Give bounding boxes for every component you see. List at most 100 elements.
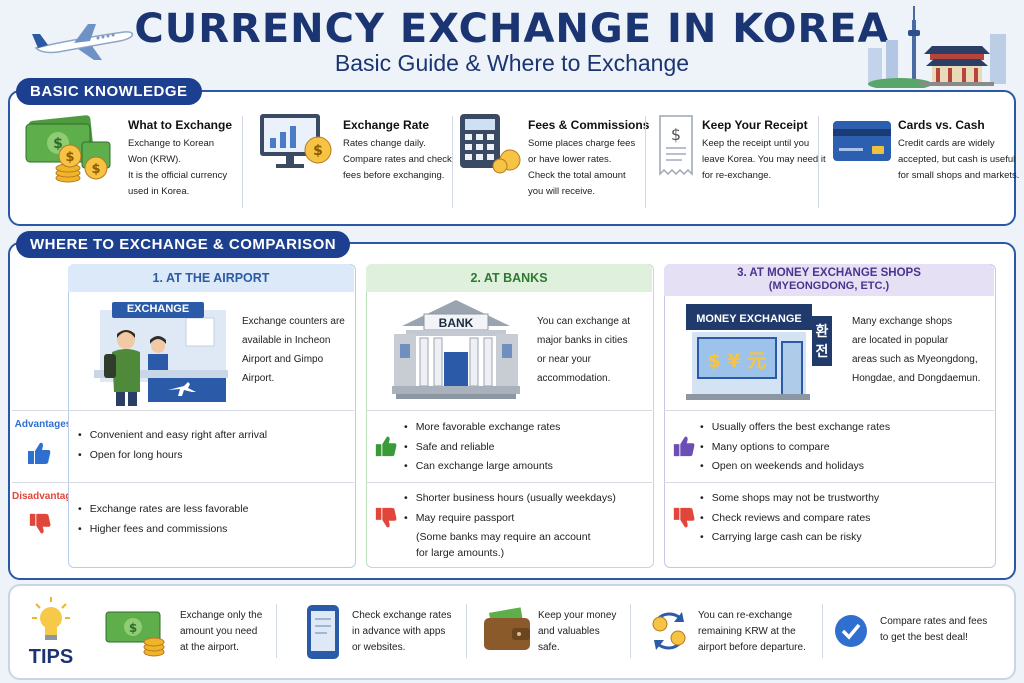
tip-text: Check exchange rates in advance with app…	[352, 608, 452, 656]
pro-item: Usually offers the best exchange rates	[700, 418, 890, 438]
thumbs-down-icon	[29, 513, 51, 534]
text-line: fees before exchanging.	[343, 170, 445, 181]
text-line: Many exchange shops	[852, 316, 953, 327]
text-line: safe.	[538, 642, 560, 653]
divider	[822, 604, 823, 658]
text-line: Check exchange rates	[352, 610, 452, 621]
text-line: Check the total amount	[528, 170, 626, 181]
svg-text:$: $	[313, 143, 323, 159]
shops-pros: Usually offers the best exchange rates M…	[700, 418, 890, 477]
divider	[630, 604, 631, 658]
text-line: to get the best deal!	[880, 632, 968, 643]
page-subtitle: Basic Guide & Where to Exchange	[334, 50, 690, 76]
airport-description: Exchange counters are available in Inche…	[242, 312, 345, 388]
text-line: accepted, but cash is useful	[898, 154, 1016, 165]
text-line: or have lower rates.	[528, 154, 612, 165]
divider	[664, 482, 994, 483]
con-item: Higher fees and commissions	[78, 520, 248, 540]
text-line: You can re-exchange	[698, 610, 793, 621]
text-line: Airport and Gimpo	[242, 354, 324, 365]
text-line: for re-exchange.	[702, 170, 772, 181]
divider	[818, 116, 819, 208]
divider	[12, 410, 354, 411]
text-line: are located in popular	[852, 335, 949, 346]
pro-item: Open for long hours	[78, 446, 267, 466]
pro-item: Open on weekends and holidays	[700, 457, 890, 477]
smartphone-icon	[307, 605, 339, 659]
text-line: Exchange to Korean	[128, 138, 215, 149]
banks-cons-note: (Some banks may require an account for l…	[416, 529, 591, 561]
basic-item-text: Keep the receipt until you leave Korea. …	[702, 136, 826, 184]
thumbs-up-icon	[28, 442, 51, 464]
shops-description: Many exchange shops are located in popul…	[852, 312, 980, 388]
korean-exchange-sign: 환전	[815, 324, 829, 360]
rate-monitor-icon: $	[260, 114, 332, 168]
basic-item-title: Cards vs. Cash	[898, 118, 985, 132]
exchange-shop-illustration	[686, 304, 832, 400]
lightbulb-icon	[32, 597, 70, 640]
banks-cons: Shorter business hours (usually weekdays…	[404, 489, 616, 528]
airport-counter-illustration	[94, 302, 228, 406]
svg-text:$: $	[91, 162, 100, 177]
divider	[645, 116, 646, 208]
text-line: Exchange only the	[180, 610, 263, 621]
text-line: airport before departure.	[698, 642, 806, 653]
con-item: Some shops may not be trustworthy	[700, 489, 880, 509]
basic-item-text: Credit cards are widely accepted, but ca…	[898, 136, 1019, 184]
text-line: Compare rates and check	[343, 154, 452, 165]
text-line: You can exchange at	[537, 316, 631, 327]
text-line: available in Incheon	[242, 335, 331, 346]
shops-header-subtext: (MYEONGDONG, ETC.)	[768, 280, 890, 292]
divider	[366, 410, 652, 411]
money-exchange-sign: MONEY EXCHANGE	[696, 313, 802, 325]
text-line: Keep your money	[538, 610, 617, 621]
text-line: areas such as Myeongdong,	[852, 354, 978, 365]
calculator-icon	[460, 114, 521, 174]
pro-item: Safe and reliable	[404, 438, 560, 458]
text-line: amount you need	[180, 626, 258, 637]
basic-item-text: Some places charge fees or have lower ra…	[528, 136, 635, 200]
text-line: Exchange counters are	[242, 316, 345, 327]
tip-text: You can re-exchange remaining KRW at the…	[698, 608, 806, 656]
page-title: CURRENCY EXCHANGE IN KOREA	[134, 6, 890, 52]
pro-item: More favorable exchange rates	[404, 418, 561, 438]
airplane-icon	[32, 24, 134, 60]
text-line: Keep the receipt until you	[702, 138, 810, 149]
thumbs-up-icon	[375, 436, 397, 457]
divider	[12, 482, 354, 483]
banks-pros: More favorable exchange rates Safe and r…	[404, 418, 561, 477]
airport-pros: Convenient and easy right after arrival …	[78, 426, 267, 465]
basic-item-title: Keep Your Receipt	[702, 118, 808, 132]
bank-building-illustration	[392, 300, 520, 399]
thumbs-down-icon	[673, 507, 695, 528]
checkmark-icon	[835, 615, 867, 647]
text-line: or near your	[537, 354, 591, 365]
svg-text:$: $	[65, 150, 74, 165]
pro-item: Convenient and easy right after arrival	[78, 426, 267, 446]
text-line: and valuables	[538, 626, 600, 637]
banks-header-text: 2. AT BANKS	[470, 271, 548, 285]
svg-text:$: $	[671, 125, 681, 144]
basic-item-text: Exchange to Korean Won (KRW). It is the …	[128, 136, 227, 200]
tip-text: Exchange only the amount you need at the…	[180, 608, 262, 656]
banks-description: You can exchange at major banks in citie…	[537, 312, 630, 388]
text-line: leave Korea. You may need it	[702, 154, 826, 165]
currency-symbols: $ ¥ 元	[707, 350, 767, 372]
shops-header-text: 3. AT MONEY EXCHANGE SHOPS	[737, 267, 921, 279]
credit-card-icon	[833, 121, 891, 161]
svg-text:$: $	[129, 621, 137, 635]
disadvantages-label: Disadvantages	[12, 491, 83, 502]
text-line: used in Korea.	[128, 186, 190, 197]
tips-label: TIPS	[28, 646, 74, 668]
divider	[276, 604, 277, 658]
airport-header-text: 1. AT THE AIRPORT	[152, 271, 270, 285]
text-line: major banks in cities	[537, 335, 628, 346]
con-item: Carrying large cash can be risky	[700, 528, 879, 548]
svg-text:$: $	[53, 136, 63, 152]
seoul-skyline-icon	[868, 6, 1006, 88]
text-line: at the airport.	[180, 642, 239, 653]
text-line: in advance with apps	[352, 626, 446, 637]
banks-column-header	[366, 264, 652, 292]
cash-coins-icon: $	[105, 611, 165, 657]
divider	[452, 116, 453, 208]
